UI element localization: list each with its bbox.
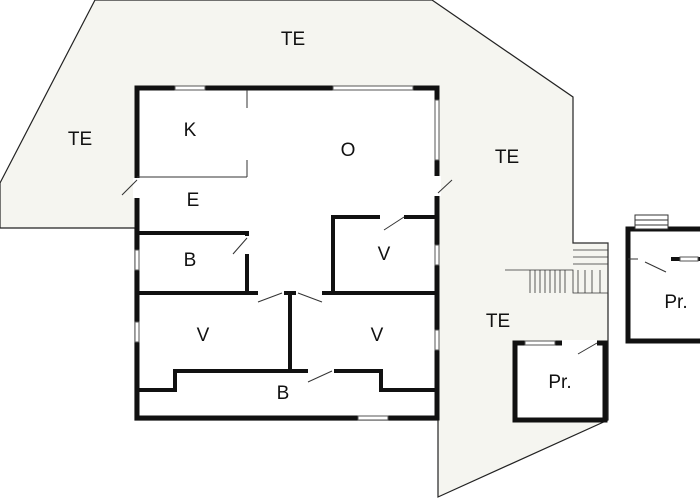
bath-small-door-gap — [244, 236, 250, 254]
label-storage-small: Pr. — [548, 372, 571, 393]
label-terrace-left: TE — [68, 129, 92, 150]
storage-small-window — [524, 340, 556, 346]
staircase — [505, 242, 609, 294]
label-bedroom-mid: V — [371, 325, 384, 346]
window-top-right — [332, 85, 414, 91]
label-entry: E — [187, 190, 200, 211]
window-bottom — [357, 415, 389, 421]
door-swing-left — [121, 179, 138, 196]
bath-large-wall — [135, 369, 439, 392]
label-terrace-lower: TE — [486, 311, 510, 332]
window-left-2 — [134, 321, 140, 343]
label-terrace-right: TE — [495, 147, 519, 168]
label-bedroom-right: V — [378, 244, 391, 265]
window-right-2 — [434, 244, 440, 266]
annex-window — [679, 256, 699, 262]
annex-door-gap — [638, 256, 673, 262]
bath-small-wall — [135, 231, 249, 295]
window-right-1 — [434, 99, 440, 161]
storage-small-door-swing — [577, 342, 598, 355]
storage-small-door-gap — [562, 340, 597, 346]
bath-large-door-gap — [308, 368, 334, 374]
door-swing-right — [437, 179, 453, 194]
label-kitchen: K — [184, 120, 197, 141]
label-bath-small: B — [184, 250, 197, 271]
bath-large-door-swing — [307, 370, 333, 383]
label-storage-annex: Pr. — [664, 292, 687, 313]
label-living: O — [341, 140, 356, 161]
door-gap-right — [433, 176, 441, 196]
bedroom-mid-door-gap — [296, 290, 322, 296]
bedroom-right-door-swing — [383, 216, 405, 231]
annex-steps — [634, 214, 669, 230]
house-floor — [137, 89, 438, 418]
bedroom-right-door-gap — [380, 214, 404, 220]
bedroom-left-door-gap — [258, 290, 284, 296]
storage-small-wall — [512, 340, 608, 423]
annex-door-swing — [644, 261, 667, 273]
window-right-3 — [434, 329, 440, 351]
bath-small-door-swing — [232, 237, 248, 255]
door-gap-left — [133, 178, 141, 198]
label-bath-large: B — [277, 383, 290, 404]
label-terrace-top: TE — [281, 29, 305, 50]
window-left-1 — [134, 249, 140, 271]
storage-small-floor — [515, 343, 605, 419]
label-bedroom-left: V — [197, 325, 210, 346]
annex-floor — [628, 229, 700, 341]
bedroom-mid-door-swing — [297, 292, 323, 303]
bedroom-left-door-swing — [257, 292, 283, 303]
window-top-left — [174, 85, 206, 91]
